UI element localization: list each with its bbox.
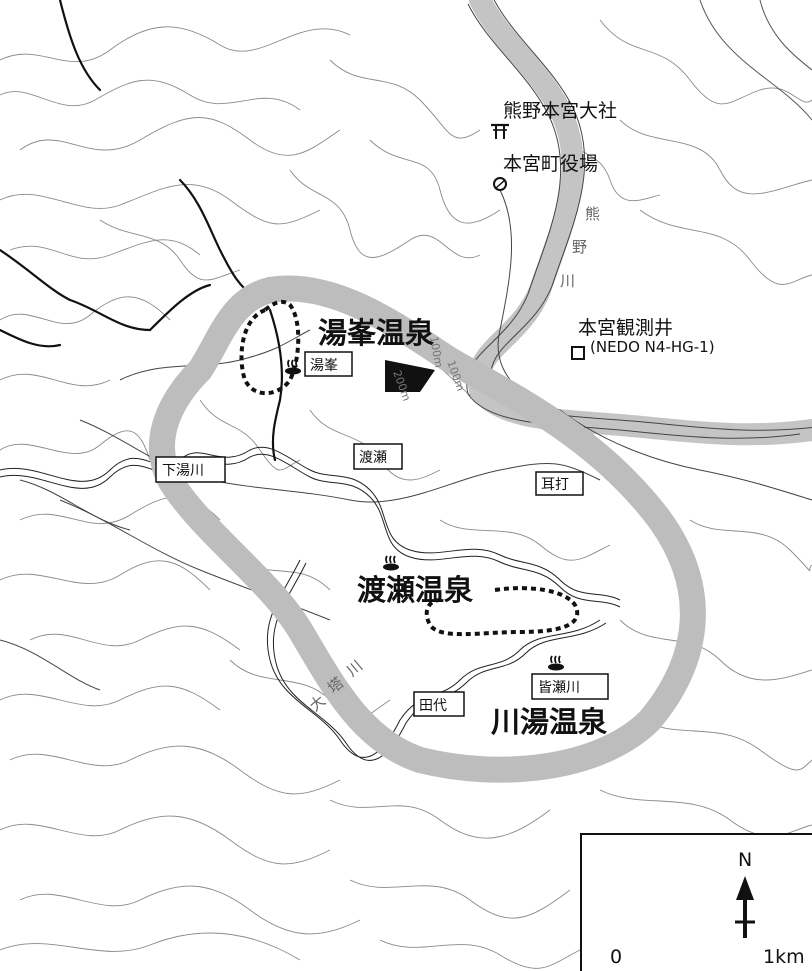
label-otou-river-3: 川 (343, 657, 366, 680)
svg-text:耳打: 耳打 (541, 476, 569, 493)
hot-spring-icon-yunomine (285, 359, 301, 375)
kumano-river-bank (466, 3, 801, 439)
label-hongu-well: 本宮観測井 (578, 317, 673, 339)
hot-spring-icon-kawayu (548, 655, 564, 671)
yunomine-dotted-outline (239, 299, 301, 396)
north-label: N (738, 849, 752, 871)
town-office-icon (493, 177, 507, 191)
svg-text:渡瀬: 渡瀬 (359, 450, 387, 466)
contour-label-100m-a: 100m (427, 335, 445, 368)
kumano-river-bank-2 (490, 0, 812, 431)
observation-well-icon (571, 346, 585, 360)
svg-text:下湯川: 下湯川 (162, 462, 204, 479)
scale-end: 1km (763, 946, 805, 968)
label-kawayu-onsen: 川湯温泉 (491, 705, 608, 739)
north-arrow-icon (735, 876, 755, 938)
label-kumano-river-2: 野 (572, 238, 587, 256)
svg-text:皆瀬川: 皆瀬川 (538, 680, 580, 696)
label-hongu-town-office: 本宮町役場 (503, 153, 598, 175)
label-well-code: (NEDO N4-HG-1) (590, 338, 715, 356)
tributaries (0, 0, 284, 462)
hot-spring-zone (149, 275, 706, 783)
boxed-label-watarase: 渡瀬 (353, 443, 403, 470)
svg-text:田代: 田代 (419, 698, 447, 714)
boxed-label-yunomine: 湯峯 (304, 351, 353, 377)
label-watarase-onsen: 渡瀬温泉 (357, 573, 474, 607)
boxed-label-shimoyukawa: 下湯川 (155, 456, 226, 483)
boxed-label-minasegawa: 皆瀬川 (531, 673, 609, 700)
label-kumano-hongu-taisha: 熊野本宮大社 (503, 100, 617, 122)
hot-spring-icon-watarase (383, 555, 399, 571)
black-wedge-marker (385, 360, 435, 392)
watarase-dotted-outline (424, 586, 579, 637)
label-kumano-river-1: 熊 (585, 205, 600, 223)
label-kumano-river-3: 川 (560, 272, 575, 290)
legend-box: N 0 1km (580, 833, 812, 971)
kumano-river (467, 0, 812, 446)
boxed-label-tashiro: 田代 (413, 691, 465, 717)
label-yunomine-onsen: 湯峯温泉 (318, 316, 435, 350)
otou-river (0, 446, 621, 761)
shrine-icon (491, 123, 509, 139)
scale-start: 0 (610, 946, 622, 968)
boxed-label-mimiuchi: 耳打 (535, 471, 584, 496)
svg-text:湯峯: 湯峯 (310, 357, 338, 374)
